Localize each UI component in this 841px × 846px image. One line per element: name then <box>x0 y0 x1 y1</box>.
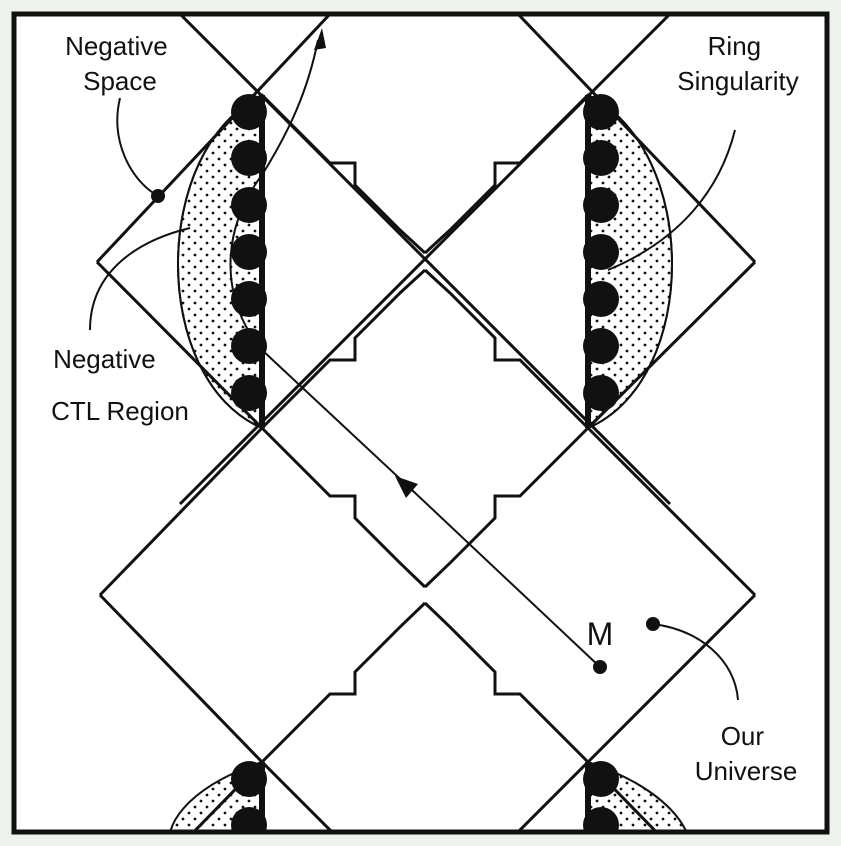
leader-ring-singularity <box>607 129 736 271</box>
diagram-lines <box>95 14 757 832</box>
ctl-boundary-curve-left <box>177 94 263 429</box>
label-ring-singularity: Ring Singularity <box>677 31 798 96</box>
leader-negative-space <box>116 97 159 197</box>
leader-negative-ctl <box>89 227 191 331</box>
ctl-boundary-curve-right <box>587 94 673 429</box>
ring-singularity-bottom-left <box>231 761 267 832</box>
ring-singularity-right <box>583 94 619 428</box>
label-our-universe: Our Universe <box>695 721 798 786</box>
diagram-panel <box>14 14 827 832</box>
ring-singularity-bottom-right <box>583 761 619 832</box>
trajectory <box>229 28 601 668</box>
leader-our-universe <box>652 623 739 701</box>
ring-singularity-left <box>231 94 267 428</box>
label-negative-space: Negative Space <box>65 31 175 96</box>
label-negative-ctl-region: Negative CTL Region <box>51 344 189 426</box>
diagram-frame <box>11 11 830 835</box>
stepped-boundaries <box>260 93 590 764</box>
point-m <box>593 660 607 674</box>
label-m: M <box>587 616 614 652</box>
